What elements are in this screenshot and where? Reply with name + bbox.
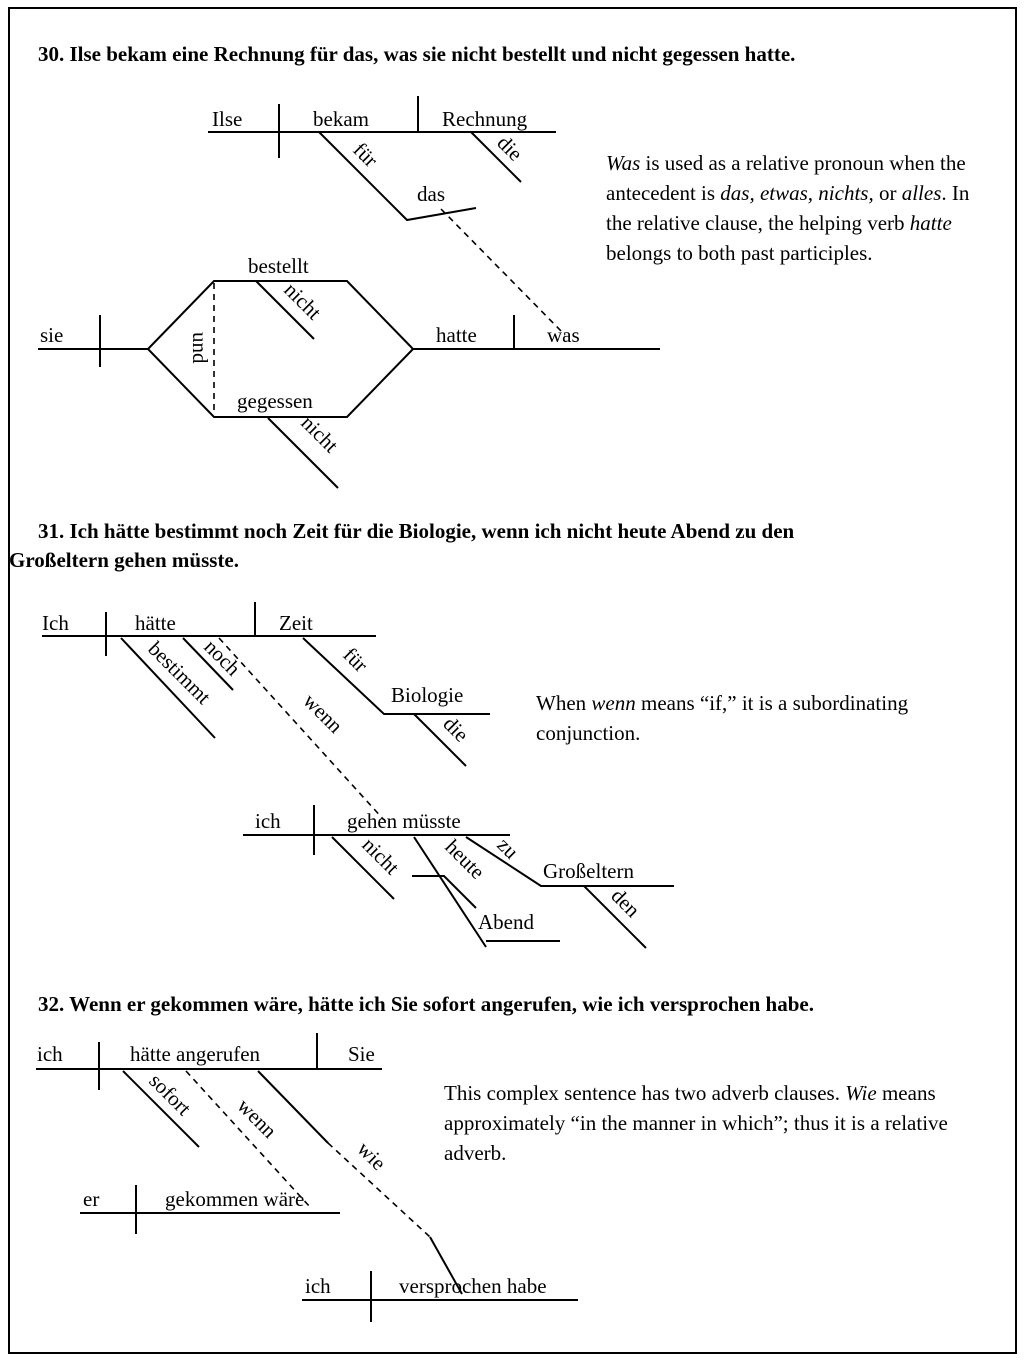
word-ich-2: ich: [305, 1274, 331, 1298]
sentence-30-note: Was is used as a relative pronoun when t…: [606, 151, 970, 265]
word-abend: Abend: [478, 910, 534, 934]
word-zeit: Zeit: [279, 611, 313, 635]
page-border: [8, 7, 1017, 1354]
word-sofort: sofort: [144, 1069, 196, 1121]
word-die: die: [438, 712, 473, 747]
word-das: das: [417, 182, 445, 206]
relative-adverb-link-wie: [327, 1142, 431, 1238]
word-ilse: Ilse: [212, 107, 242, 131]
word-versprochen-habe: versprochen habe: [399, 1274, 547, 1298]
modifier-line-wie-solid: [257, 1070, 329, 1144]
modifier-line-nicht-2: [267, 417, 339, 489]
word-gekommen-waere: gekommen wäre: [165, 1187, 304, 1211]
relative-adverb-line-wie: [429, 1236, 463, 1295]
subordinate-conjunction-link: [218, 637, 385, 821]
modifier-line-abend: [413, 836, 487, 948]
sentence-31-heading-line1: 31. Ich hätte bestimmt noch Zeit für die…: [38, 519, 795, 543]
word-ich-2: ich: [255, 809, 281, 833]
word-gehen-muesste: gehen müsste: [347, 809, 461, 833]
sentence-31-heading-line2: Großeltern gehen müsste.: [9, 548, 240, 572]
sentence-32-note: This complex sentence has two adverb cla…: [444, 1081, 948, 1165]
word-wenn: wenn: [232, 1094, 281, 1143]
word-die: die: [492, 131, 527, 166]
word-biologie: Biologie: [391, 683, 463, 707]
modifier-line-nicht-1: [255, 280, 315, 340]
sentence-30-heading: 30. Ilse bekam eine Rechnung für das, wa…: [38, 42, 796, 66]
word-rechnung: Rechnung: [442, 107, 528, 131]
word-bekam: bekam: [313, 107, 369, 131]
modifier-line-den: [583, 885, 647, 949]
word-zu: zu: [492, 833, 523, 864]
word-hatte: hatte: [436, 323, 477, 347]
sentence-31-note: When wenn means “if,” it is a subordinat…: [536, 691, 909, 745]
word-was: was: [547, 323, 580, 347]
modifier-line-nicht: [331, 836, 395, 900]
word-nicht: nicht: [357, 833, 404, 880]
word-sie: Sie: [348, 1042, 375, 1066]
subordinate-conjunction-link-wenn: [185, 1070, 311, 1208]
modifier-line-bestimmt: [120, 637, 216, 739]
word-wie: wie: [352, 1137, 390, 1175]
word-er: er: [83, 1187, 99, 1211]
word-sie: sie: [40, 323, 63, 347]
word-bestellt: bestellt: [248, 254, 309, 278]
word-den: den: [606, 884, 645, 923]
diagram-32: ich hätte angerufen Sie sofort wenn wie …: [36, 1033, 578, 1322]
modifier-line-die: [470, 131, 522, 183]
word-haette: hätte: [135, 611, 176, 635]
compound-verb-lower: [147, 348, 414, 418]
word-wenn: wenn: [298, 689, 347, 738]
word-ich-1: ich: [37, 1042, 63, 1066]
word-grosseltern: Großeltern: [543, 859, 634, 883]
preposition-line-fuer: [318, 131, 477, 222]
diagram-31: Ich hätte Zeit bestimmt noch wenn für Bi…: [42, 602, 674, 949]
modifier-line-heute: [412, 875, 477, 909]
word-nicht-1: nicht: [279, 278, 326, 325]
diagram-30: Ilse bekam Rechnung die für das sie und …: [38, 96, 660, 489]
word-ich-1: Ich: [42, 611, 69, 635]
compound-verb-upper: [147, 280, 660, 350]
word-gegessen: gegessen: [237, 389, 313, 413]
modifier-line-die: [413, 713, 467, 767]
relative-pronoun-link: [440, 208, 566, 336]
sentence-32-heading: 32. Wenn er gekommen wäre, hätte ich Sie…: [38, 992, 814, 1016]
modifier-line-sofort: [122, 1070, 200, 1148]
word-haette-angerufen: hätte angerufen: [130, 1042, 261, 1066]
word-heute: heute: [440, 835, 489, 884]
word-und: und: [188, 332, 212, 364]
word-fuer: für: [338, 643, 372, 677]
preposition-line-fuer: [302, 637, 490, 715]
preposition-line-zu: [465, 836, 674, 887]
modifier-line-noch: [182, 637, 234, 691]
